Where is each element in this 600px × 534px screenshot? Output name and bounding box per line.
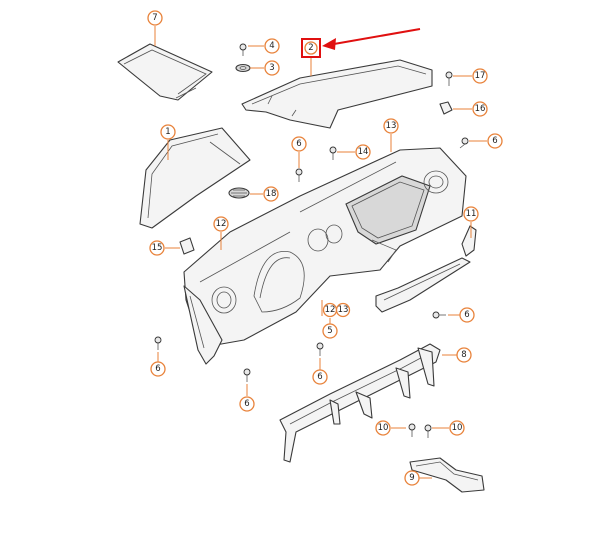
svg-text:7: 7 xyxy=(152,13,157,23)
callout-9: 9 xyxy=(404,470,420,486)
svg-text:6: 6 xyxy=(155,364,160,374)
callout-2: 2 xyxy=(304,41,318,55)
callout-6-center: 6 xyxy=(291,136,307,152)
svg-text:15: 15 xyxy=(152,243,163,253)
part-15-clip xyxy=(179,237,195,255)
part-18-grille xyxy=(228,187,250,199)
part-16-clip xyxy=(439,101,453,115)
callout-10-left: 10 xyxy=(375,420,391,436)
callout-16: 16 xyxy=(472,101,488,117)
svg-text:6: 6 xyxy=(317,372,322,382)
svg-text:6: 6 xyxy=(492,136,497,146)
svg-text:1: 1 xyxy=(165,127,170,137)
callout-6-left: 6 xyxy=(150,361,166,377)
svg-text:10: 10 xyxy=(378,423,389,433)
callout-17: 17 xyxy=(472,68,488,84)
svg-text:13: 13 xyxy=(386,121,397,131)
part-1-side-panel xyxy=(139,127,251,229)
svg-text:10: 10 xyxy=(452,423,463,433)
svg-text:6: 6 xyxy=(464,310,469,320)
svg-text:6: 6 xyxy=(296,139,301,149)
callout-14: 14 xyxy=(355,144,371,160)
callout-6-right: 6 xyxy=(459,307,475,323)
callout-13-bottom: 13 xyxy=(335,302,351,318)
svg-text:6: 6 xyxy=(244,399,249,409)
svg-text:12: 12 xyxy=(216,219,227,229)
callout-8: 8 xyxy=(456,347,472,363)
svg-text:2: 2 xyxy=(308,43,313,53)
part-8-cross-beam xyxy=(279,343,441,463)
callout-12-top: 12 xyxy=(213,216,229,232)
svg-text:5: 5 xyxy=(327,326,332,336)
leader-lines xyxy=(154,26,487,479)
highlight-marker xyxy=(301,28,421,58)
callout-18: 18 xyxy=(263,186,279,202)
svg-text:9: 9 xyxy=(409,473,414,483)
part-13-dashboard xyxy=(183,147,467,347)
screws xyxy=(154,43,469,438)
svg-text:12: 12 xyxy=(325,305,336,315)
callout-6-lower-center: 6 xyxy=(312,369,328,385)
callout-11: 11 xyxy=(463,206,479,222)
callout-6-top-right: 6 xyxy=(487,133,503,149)
callout-13-top: 13 xyxy=(383,118,399,134)
callout-15: 15 xyxy=(149,240,165,256)
callout-7: 7 xyxy=(147,10,163,26)
callout-10-right: 10 xyxy=(449,420,465,436)
callout-5: 5 xyxy=(322,323,338,339)
part-12-lower-surround xyxy=(183,257,471,365)
svg-text:4: 4 xyxy=(269,41,274,51)
svg-text:11: 11 xyxy=(466,209,477,219)
part-9-lower-bracket xyxy=(409,457,485,493)
callout-6-lower-left: 6 xyxy=(239,396,255,412)
part-11-bracket xyxy=(461,225,477,257)
svg-text:17: 17 xyxy=(475,71,486,81)
svg-text:3: 3 xyxy=(269,63,274,73)
part-3-washer xyxy=(235,63,251,73)
callout-3: 3 xyxy=(264,60,280,76)
svg-text:8: 8 xyxy=(461,350,466,360)
part-2-upper-panel xyxy=(241,59,433,129)
callout-4: 4 xyxy=(264,38,280,54)
svg-text:13: 13 xyxy=(338,305,349,315)
svg-text:18: 18 xyxy=(266,189,277,199)
svg-text:14: 14 xyxy=(358,147,369,157)
callout-12-bottom: 12 xyxy=(322,302,338,318)
svg-text:16: 16 xyxy=(475,104,486,114)
callout-1: 1 xyxy=(160,124,176,140)
part-7-lid xyxy=(117,43,213,101)
